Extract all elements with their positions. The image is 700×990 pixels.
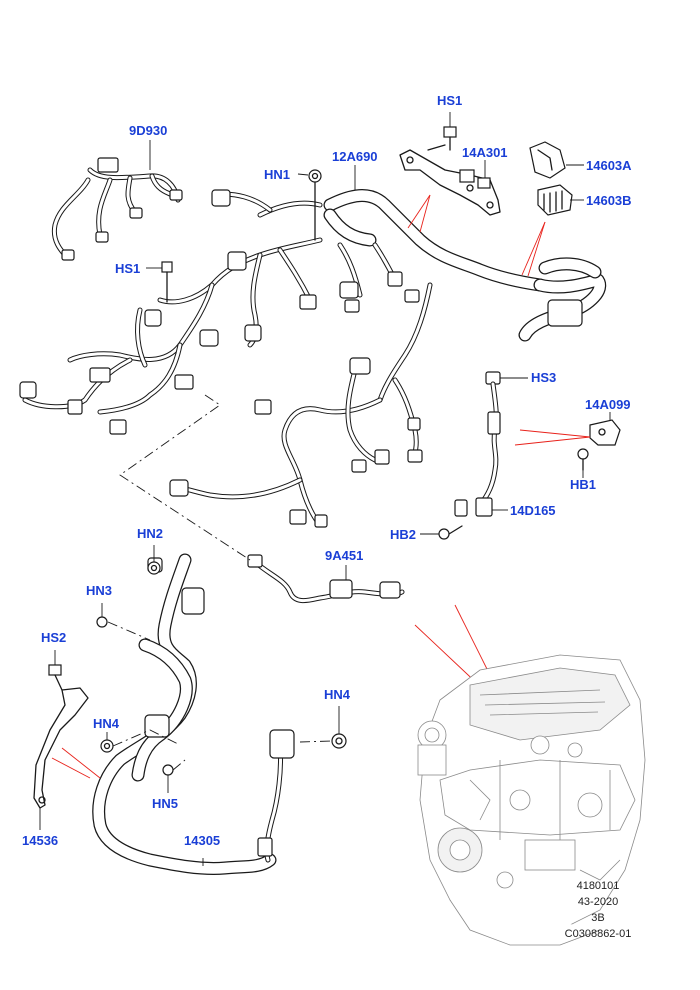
callout-14603b[interactable]: 14603B (586, 193, 632, 208)
callout-14603a[interactable]: 14603A (586, 158, 632, 173)
bolt-hs1-top[interactable] (427, 112, 457, 151)
callout-hn4-right[interactable]: HN4 (324, 687, 351, 702)
bracket-14a301[interactable] (399, 149, 501, 216)
callout-hb2[interactable]: HB2 (390, 527, 417, 542)
callout-hn3[interactable]: HN3 (86, 583, 113, 598)
reference-line-4: C0308862-01 (564, 928, 632, 940)
nut-hn2[interactable] (147, 545, 161, 575)
engine-illustration (417, 654, 646, 946)
callout-hn4-left[interactable]: HN4 (93, 716, 120, 731)
injector-harness-9d930[interactable] (51, 140, 183, 261)
nut-hn3[interactable] (96, 603, 108, 628)
nut-hn5[interactable] (162, 764, 174, 793)
callout-14536[interactable]: 14536 (22, 833, 59, 848)
reference-block: 4180101 43-2020 3B C0308862-01 (553, 880, 643, 940)
nut-hn4-left[interactable] (100, 732, 114, 753)
bolt-hb2[interactable] (420, 525, 463, 540)
harness-9a451[interactable] (247, 554, 405, 604)
callout-14305[interactable]: 14305 (184, 833, 221, 848)
relay-14603b[interactable] (537, 184, 584, 216)
callout-14a301[interactable]: 14A301 (462, 145, 508, 160)
assembly-lines (107, 394, 333, 771)
engine-harness-12a690[interactable] (19, 165, 607, 528)
reference-line-1: 4180101 (576, 880, 620, 892)
sensor-harness-14d165[interactable] (454, 371, 528, 517)
nut-hn4-right[interactable] (331, 706, 347, 749)
relay-14603a[interactable] (529, 141, 584, 179)
sensor-14a099[interactable] (589, 412, 621, 446)
reference-line-2: 43-2020 (577, 896, 619, 908)
reference-line-3: 3B (591, 912, 605, 924)
bolt-hb1[interactable] (577, 448, 589, 478)
callout-14a099[interactable]: 14A099 (585, 397, 631, 412)
bolt-hs1-left[interactable] (146, 261, 173, 303)
bolt-hs2[interactable] (48, 650, 63, 691)
callout-hn5[interactable]: HN5 (152, 796, 179, 811)
callout-hs1-left[interactable]: HS1 (115, 261, 141, 276)
harness-14305[interactable] (92, 553, 295, 875)
callout-hb1[interactable]: HB1 (570, 477, 597, 492)
callout-9a451[interactable]: 9A451 (325, 548, 364, 563)
callout-9d930[interactable]: 9D930 (129, 123, 168, 138)
callout-hn2[interactable]: HN2 (137, 526, 164, 541)
callout-hs3[interactable]: HS3 (531, 370, 557, 385)
callout-hs2[interactable]: HS2 (41, 630, 67, 645)
nut-hn1[interactable] (297, 169, 322, 241)
bracket-14536[interactable] (33, 687, 89, 830)
callout-12a690[interactable]: 12A690 (332, 149, 378, 164)
callout-14d165[interactable]: 14D165 (510, 503, 556, 518)
callout-hn1[interactable]: HN1 (264, 167, 291, 182)
callout-hs1-top[interactable]: HS1 (437, 93, 463, 108)
